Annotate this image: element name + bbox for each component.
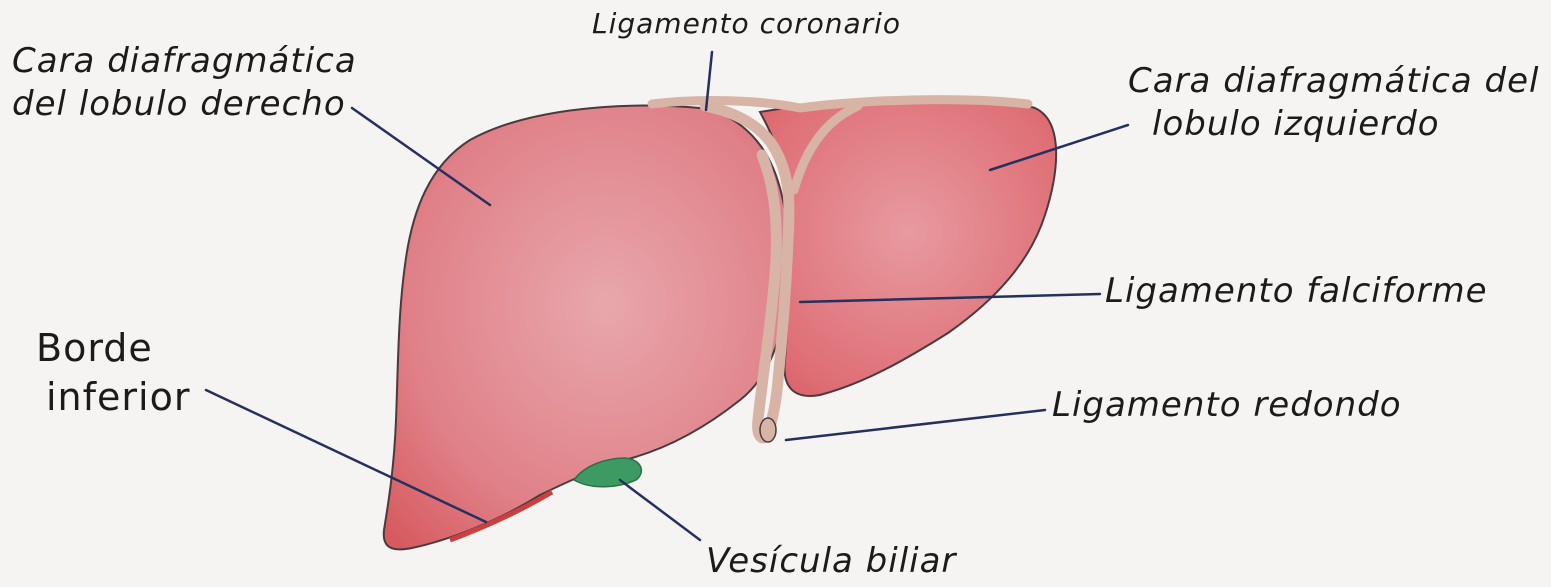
label-line: Borde [36, 324, 190, 373]
label-ligamento-redondo: Ligamento redondo [1052, 384, 1402, 427]
label-ligamento-redondo-text: Ligamento redondo [1052, 384, 1402, 427]
label-line: lobulo izquierdo [1128, 103, 1539, 146]
label-cara-diafragmatica-izquierdo: Cara diafragmática del lobulo izquierdo [1128, 60, 1539, 145]
label-vesicula-biliar-text: Vesícula biliar [706, 540, 956, 583]
label-vesicula-biliar: Vesícula biliar [706, 540, 956, 583]
label-ligamento-coronario-text: Ligamento coronario [592, 6, 901, 41]
label-line: inferior [36, 373, 190, 422]
leader-vesicula [620, 480, 700, 540]
label-cara-diafragmatica-derecho: Cara diafragmática del lobulo derecho [12, 40, 357, 125]
label-borde-inferior: Borde inferior [36, 324, 190, 421]
label-line: Cara diafragmática [12, 40, 357, 83]
label-ligamento-falciforme: Ligamento falciforme [1105, 270, 1488, 313]
label-line: del lobulo derecho [12, 83, 357, 126]
left-lobe [760, 97, 1056, 395]
round-ligament-end [760, 418, 776, 442]
leader-redondo [786, 410, 1045, 440]
label-ligamento-falciforme-text: Ligamento falciforme [1105, 270, 1488, 313]
label-ligamento-coronario: Ligamento coronario [592, 6, 901, 41]
label-line: Cara diafragmática del [1128, 60, 1539, 103]
